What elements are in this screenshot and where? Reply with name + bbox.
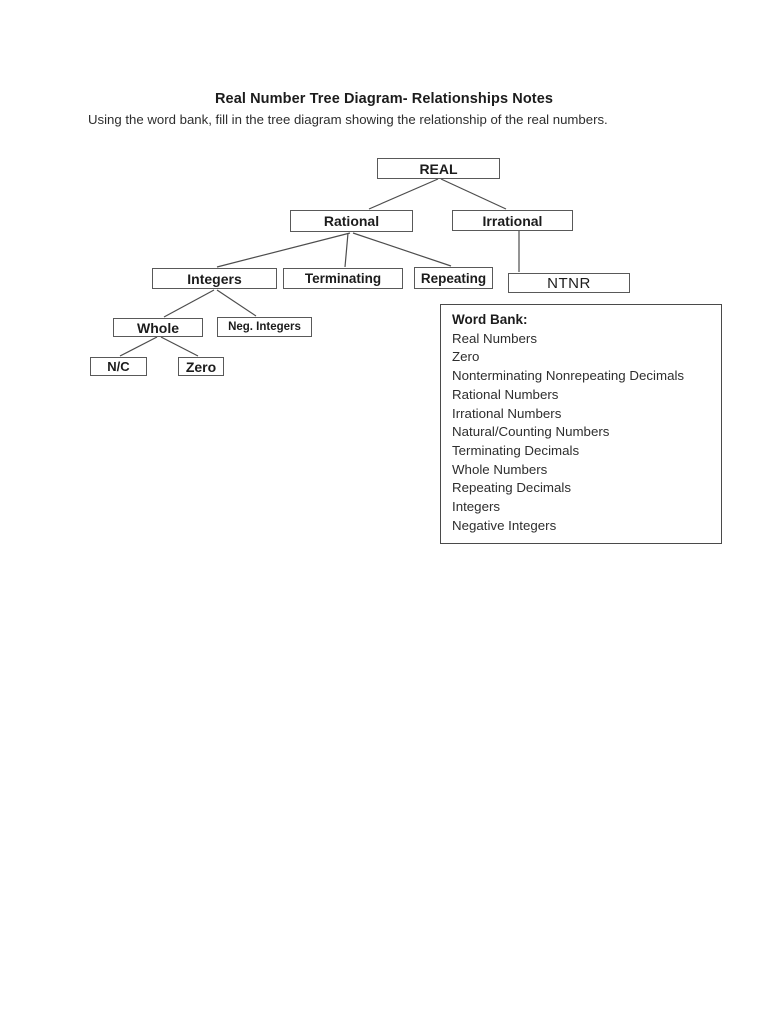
node-integers: Integers (152, 268, 277, 289)
connector-rational-repeating (352, 232, 452, 267)
instructions-text: Using the word bank, fill in the tree di… (88, 112, 608, 127)
node-terminating: Terminating (283, 268, 403, 289)
node-whole: Whole (113, 318, 203, 337)
word-bank-item: Repeating Decimals (452, 480, 571, 496)
word-bank-item: Irrational Numbers (452, 405, 562, 421)
connector-rational-integers (216, 232, 351, 268)
node-ntnr: NTNR (508, 273, 630, 293)
connector-whole-zero (160, 336, 199, 357)
node-rational: Rational (290, 210, 413, 232)
connector-whole-nc (119, 336, 158, 357)
word-bank-item: Integers (452, 499, 501, 515)
node-nc: N/C (90, 357, 147, 376)
word-bank-item: Real Numbers (452, 330, 537, 346)
connector-integers-whole (163, 289, 215, 318)
word-bank-item: Whole Numbers (452, 461, 548, 477)
word-bank-item: Zero (452, 349, 480, 365)
word-bank-item: Nonterminating Nonrepeating Decimals (452, 368, 685, 384)
connector-integers-neg_integers (216, 289, 257, 317)
word-bank-heading: Word Bank: (452, 312, 528, 327)
word-bank-item: Negative Integers (452, 517, 557, 533)
page-title: Real Number Tree Diagram- Relationships … (214, 91, 554, 107)
node-zero: Zero (178, 357, 224, 376)
node-real: REAL (377, 158, 500, 179)
connector-real-irrational (440, 178, 507, 210)
word-bank-item: Terminating Decimals (452, 442, 580, 458)
node-neg-integers: Neg. Integers (217, 317, 312, 337)
word-bank-item: Rational Numbers (452, 386, 559, 402)
word-bank-item: Natural/Counting Numbers (452, 424, 610, 440)
connector-rational-terminating (344, 232, 349, 268)
node-irrational: Irrational (452, 210, 573, 231)
node-repeating: Repeating (414, 267, 493, 289)
connector-real-rational (368, 178, 439, 210)
